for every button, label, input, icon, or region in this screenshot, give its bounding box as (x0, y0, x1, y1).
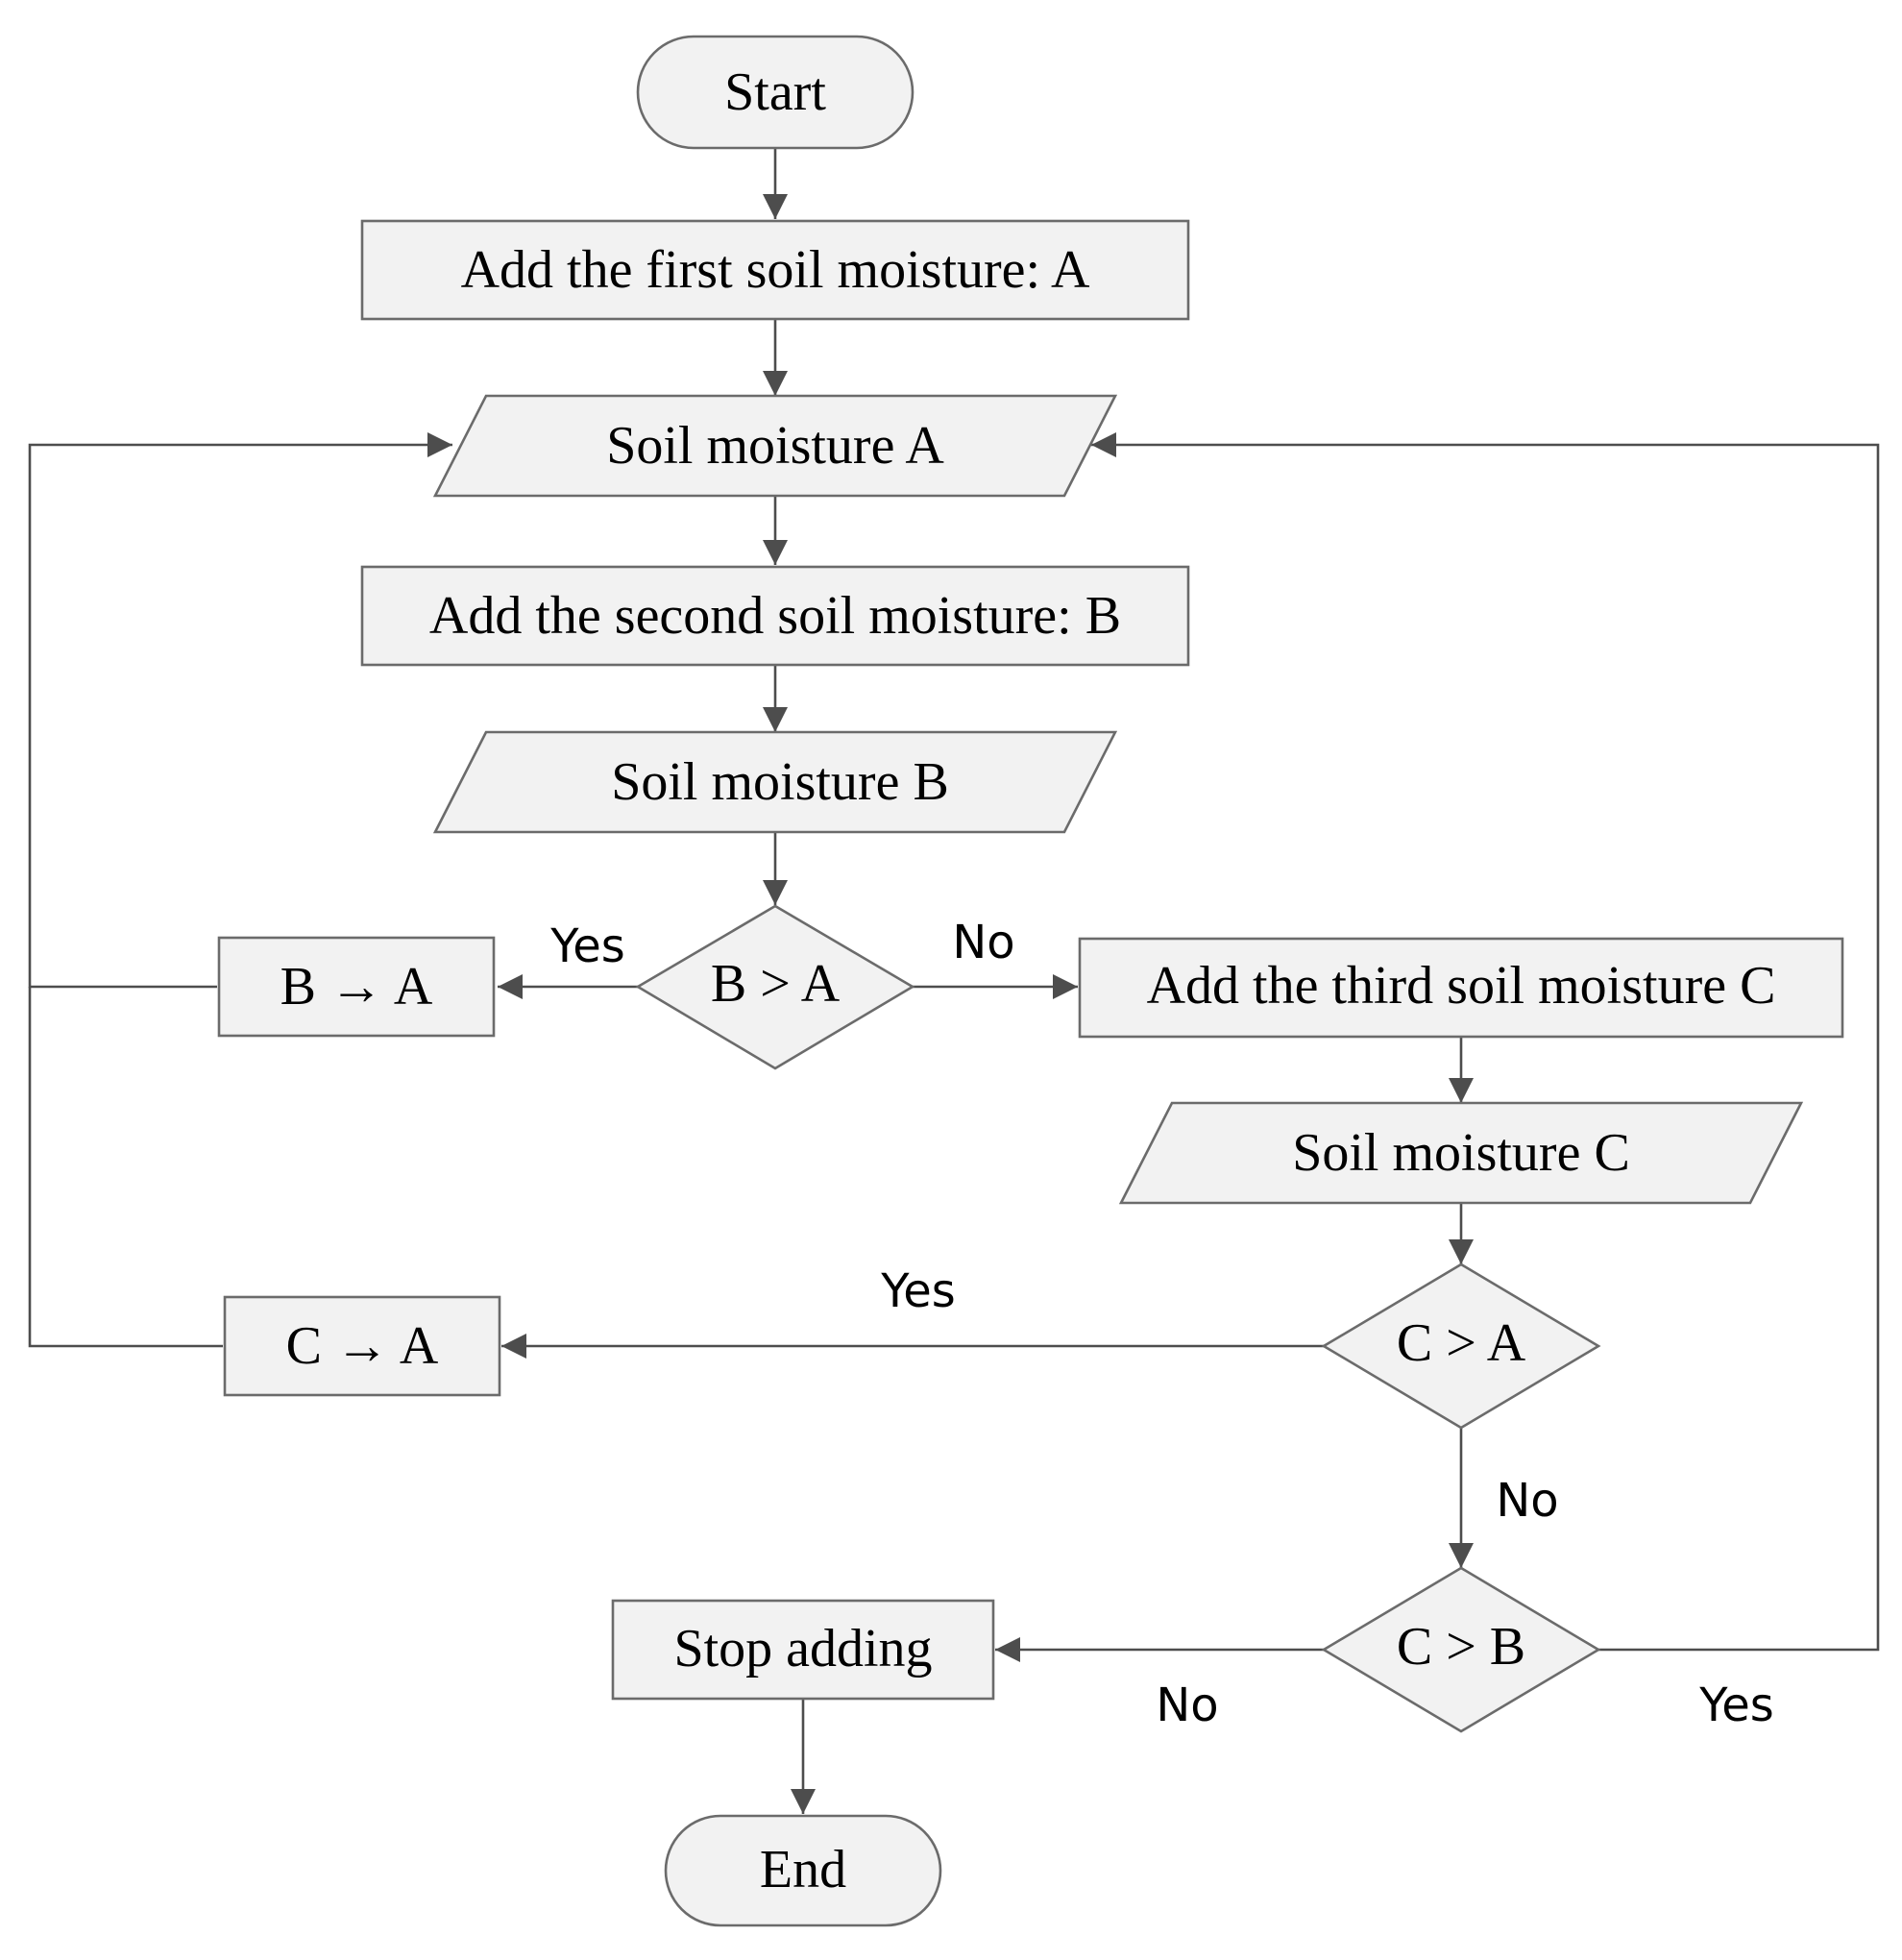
stop-label: Stop adding (673, 1619, 932, 1678)
edge-c-to-a-loop (28, 987, 223, 1348)
c-gt-b-yes-label: Yes (1698, 1678, 1773, 1732)
node-soil-b: Soil moisture B (432, 730, 1118, 834)
edge-b-to-a-loop (28, 432, 452, 989)
add-b-process (360, 565, 1190, 667)
edge-c-gt-b-yes-loop (1091, 432, 1880, 1652)
node-c-gt-b: C > B (1321, 1566, 1601, 1733)
c-gt-a-yes-label: Yes (880, 1264, 955, 1318)
node-add-c: Add the third soil moisture C (1078, 937, 1844, 1039)
c-gt-a-no-label: No (1496, 1474, 1558, 1528)
node-add-a: Add the first soil moisture: A (360, 219, 1190, 321)
c-to-a-process (223, 1295, 501, 1397)
soil-c-io-shape (1118, 1101, 1804, 1205)
end-terminator (664, 1814, 942, 1927)
b-gt-a-no-label: No (952, 916, 1014, 969)
soil-a-label: Soil moisture A (606, 416, 944, 476)
c-gt-b-decision (1321, 1566, 1601, 1733)
c-gt-a-decision (1321, 1262, 1601, 1430)
node-start: Start (636, 35, 914, 150)
node-b-to-a: B → A (217, 936, 496, 1038)
add-b-label: Add the second soil moisture: B (429, 586, 1121, 646)
node-add-b: Add the second soil moisture: B (360, 565, 1190, 667)
node-b-gt-a: B > A (635, 904, 915, 1070)
node-c-gt-a: C > A (1321, 1262, 1601, 1430)
edges (28, 149, 1880, 1814)
add-a-process (360, 219, 1190, 321)
node-soil-c: Soil moisture C (1118, 1101, 1804, 1205)
end-label: End (760, 1840, 846, 1899)
soil-a-io-shape (432, 394, 1118, 498)
node-c-to-a: C → A (223, 1295, 501, 1397)
b-gt-a-yes-label: Yes (549, 919, 624, 973)
add-c-label: Add the third soil moisture C (1147, 956, 1776, 1016)
stop-process (611, 1599, 995, 1701)
soil-b-io-shape (432, 730, 1118, 834)
c-gt-a-label: C > A (1397, 1313, 1526, 1373)
c-to-a-label: C → A (286, 1316, 439, 1376)
add-c-process (1078, 937, 1844, 1039)
start-label: Start (724, 62, 826, 122)
b-gt-a-decision (635, 904, 915, 1070)
edge-labels: Yes No Yes No No Yes (549, 916, 1773, 1732)
c-gt-b-label: C > B (1397, 1617, 1525, 1677)
soil-b-label: Soil moisture B (611, 752, 949, 812)
node-soil-a: Soil moisture A (432, 394, 1118, 498)
node-stop: Stop adding (611, 1599, 995, 1701)
b-to-a-process (217, 936, 496, 1038)
start-terminator (636, 35, 914, 150)
b-gt-a-label: B > A (711, 954, 841, 1014)
node-end: End (664, 1814, 942, 1927)
b-to-a-label: B → A (280, 957, 433, 1017)
c-gt-b-no-label: No (1156, 1678, 1218, 1732)
soil-c-label: Soil moisture C (1292, 1123, 1630, 1183)
add-a-label: Add the first soil moisture: A (461, 240, 1090, 300)
